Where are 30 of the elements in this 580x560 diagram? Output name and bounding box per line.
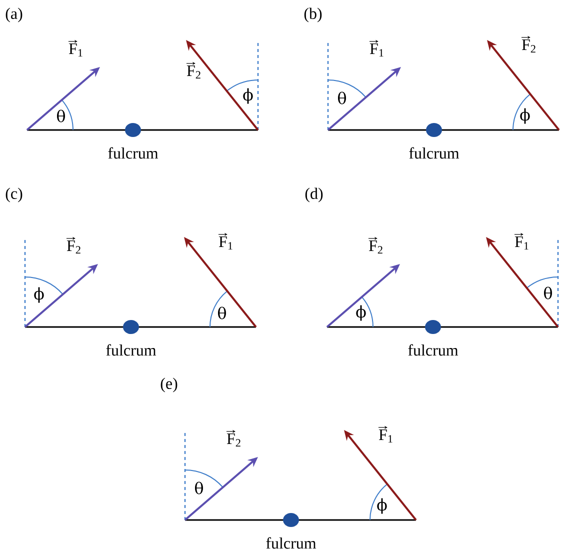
angle-label: θ: [338, 92, 346, 104]
angle-label: θ: [195, 482, 203, 494]
panel-label: (c): [6, 188, 22, 202]
angle-label: ϕ: [356, 305, 366, 321]
fulcrum-label: fulcrum: [409, 147, 460, 159]
fulcrum-label: fulcrum: [106, 344, 156, 356]
force-label: F$_{1}$: [68, 40, 82, 57]
fulcrum-label: fulcrum: [108, 147, 158, 159]
panel-label: (d): [305, 188, 323, 202]
angle-label: θ: [56, 110, 65, 122]
force-label: F$_{1}$: [378, 426, 392, 443]
panel-label: (a): [6, 8, 22, 22]
panel-label: (e): [160, 378, 178, 392]
fulcrum-label: fulcrum: [408, 344, 458, 356]
force-label: F$_{1}$: [369, 40, 384, 57]
angle-label: ϕ: [520, 108, 530, 124]
force-label: F$_{2}$: [66, 236, 80, 254]
angle-label: ϕ: [34, 287, 44, 303]
force-label: F$_{2}$: [226, 430, 240, 447]
angle-label: θ: [544, 286, 552, 300]
force-label: F$_{2}$: [186, 62, 200, 79]
panel-label: (b): [304, 8, 322, 22]
force-label: F$_{2}$: [521, 36, 536, 53]
angle-label: ϕ: [243, 88, 253, 104]
angle-label: θ: [218, 306, 226, 320]
angle-label: ϕ: [377, 498, 387, 514]
force-label: F$_{2}$: [368, 236, 382, 254]
force-label: F$_{1}$: [514, 232, 528, 250]
force-label: F$_{1}$: [218, 232, 232, 250]
fulcrum-label: fulcrum: [266, 537, 316, 549]
